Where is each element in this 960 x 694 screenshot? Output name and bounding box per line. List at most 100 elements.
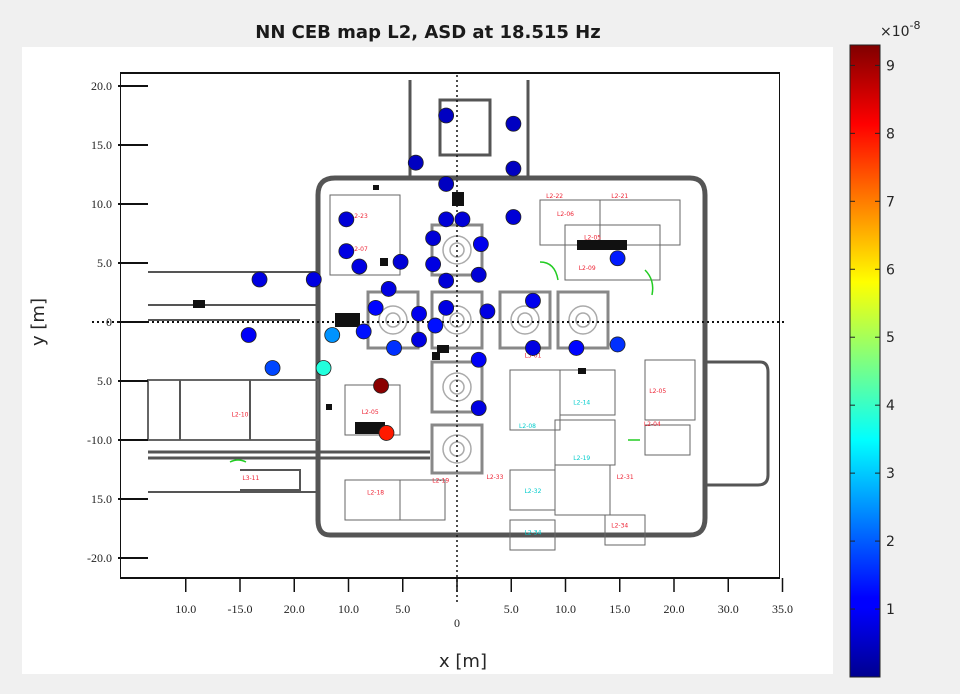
colorbar-tick-label: 2	[886, 534, 895, 550]
y-ticks: 20.0 15.0 10.0 5.0 0 5.0 -10.0 15.0 -20.0	[87, 79, 148, 565]
colorbar-tick-label: 4	[886, 398, 895, 414]
colorbar-exponent-base: ×10	[880, 24, 910, 40]
colorbar-exponent-power: -8	[910, 19, 921, 32]
sensor-point	[251, 271, 268, 288]
y-tick-label: 10.0	[91, 197, 112, 211]
room-label: L2-19	[432, 477, 449, 484]
colorbar	[849, 44, 881, 678]
room-label: L2-09	[579, 265, 596, 272]
y-tick-label: -20.0	[87, 551, 112, 565]
x-tick-label: 20.0	[284, 602, 305, 616]
sensor-point	[240, 327, 257, 343]
x-tick-label: 10.0	[175, 602, 196, 616]
room-label: L2-34	[524, 529, 541, 536]
colorbar-tick-label: 1	[886, 602, 895, 618]
x-tick-label: 30.0	[718, 602, 739, 616]
x-tick-label: -15.0	[228, 602, 253, 616]
x-tick-label: 20.0	[664, 602, 685, 616]
sensor-point	[411, 305, 427, 322]
x-tick-label: 10.0	[338, 602, 359, 616]
room-label: L2-23	[351, 213, 368, 220]
room-label: L2-33	[486, 474, 503, 481]
sensor-point	[470, 351, 487, 368]
sensor-point	[427, 317, 444, 334]
sensor-point	[324, 327, 341, 343]
sensor-point	[470, 400, 487, 417]
x-tick-label: 0	[454, 616, 460, 630]
y-tick-label: -10.0	[87, 433, 112, 447]
y-axis-label: y [m]	[28, 298, 49, 346]
sensor-point	[438, 272, 455, 289]
sensor-point	[438, 107, 455, 124]
sensor-point	[380, 281, 397, 297]
room-label: L2-19	[573, 455, 590, 462]
sensor-point	[479, 303, 496, 320]
x-tick-label: 15.0	[609, 602, 630, 616]
sensor-point	[525, 292, 541, 309]
colorbar-exponent: ×10-8	[880, 19, 921, 40]
x-tick-label: 5.0	[504, 602, 519, 616]
sensor-point	[438, 211, 455, 228]
colorbar-tick-label: 5	[886, 330, 895, 346]
room-label: L2-10	[232, 411, 249, 418]
sensor-point	[609, 336, 626, 353]
room-label: L2-22	[546, 193, 563, 200]
room-label: L2-34	[611, 522, 628, 529]
sensor-point	[305, 271, 322, 288]
x-axis-label: x [m]	[439, 651, 487, 672]
colorbar-tick-label: 3	[886, 466, 895, 482]
room-label: L2-05	[362, 409, 379, 416]
sensor-point	[438, 176, 455, 192]
sensor-point	[411, 331, 427, 348]
sensor-point	[386, 340, 402, 356]
sensor-point	[378, 425, 395, 441]
colorbar-tick-label: 8	[886, 126, 895, 142]
y-tick-label: 5.0	[97, 374, 112, 388]
sensor-point	[355, 323, 372, 340]
sensor-point	[338, 211, 355, 228]
room-label: L2-31	[617, 474, 634, 481]
colorbar-tick-label: 7	[886, 194, 895, 210]
y-tick-label: 15.0	[91, 492, 112, 506]
y-tick-label: 0	[106, 315, 112, 329]
y-tick-label: 20.0	[91, 79, 112, 93]
sensor-point	[609, 250, 626, 267]
sensor-points	[240, 107, 626, 441]
x-tick-label: 35.0	[772, 602, 793, 616]
sensor-point	[425, 256, 442, 273]
room-label: L2-07	[351, 246, 368, 253]
sensor-point	[392, 253, 409, 270]
sensor-point	[525, 340, 541, 356]
room-label: L2-21	[611, 193, 628, 200]
sensor-point	[373, 377, 389, 394]
sensor-point	[351, 258, 368, 275]
room-label: L2-06	[557, 211, 574, 218]
chart-title: NN CEB map L2, ASD at 18.515 Hz	[255, 22, 600, 43]
y-tick-label: 15.0	[91, 138, 112, 152]
sensor-point	[367, 299, 384, 316]
sensor-point	[438, 299, 455, 316]
sensor-point	[454, 211, 471, 228]
room-label: L3-01	[524, 352, 541, 359]
sensor-point	[407, 154, 424, 171]
sensor-point	[264, 360, 281, 376]
room-label: L2-14	[573, 400, 590, 407]
sensor-point	[472, 236, 489, 253]
y-tick-label: 5.0	[97, 256, 112, 270]
room-label: L2-05	[649, 388, 666, 395]
x-tick-label: 10.0	[555, 602, 576, 616]
sensor-point	[315, 360, 332, 376]
sensor-point	[568, 340, 585, 356]
sensor-point	[470, 266, 487, 283]
sensor-point	[505, 160, 522, 177]
room-label: L2-32	[524, 488, 541, 495]
plot-area	[22, 47, 833, 674]
room-label: L2-05	[584, 234, 601, 241]
sensor-point	[505, 115, 522, 132]
room-label: L2-04	[644, 421, 661, 428]
room-label: L3-11	[242, 475, 259, 482]
colorbar-tick-label: 9	[886, 58, 895, 74]
